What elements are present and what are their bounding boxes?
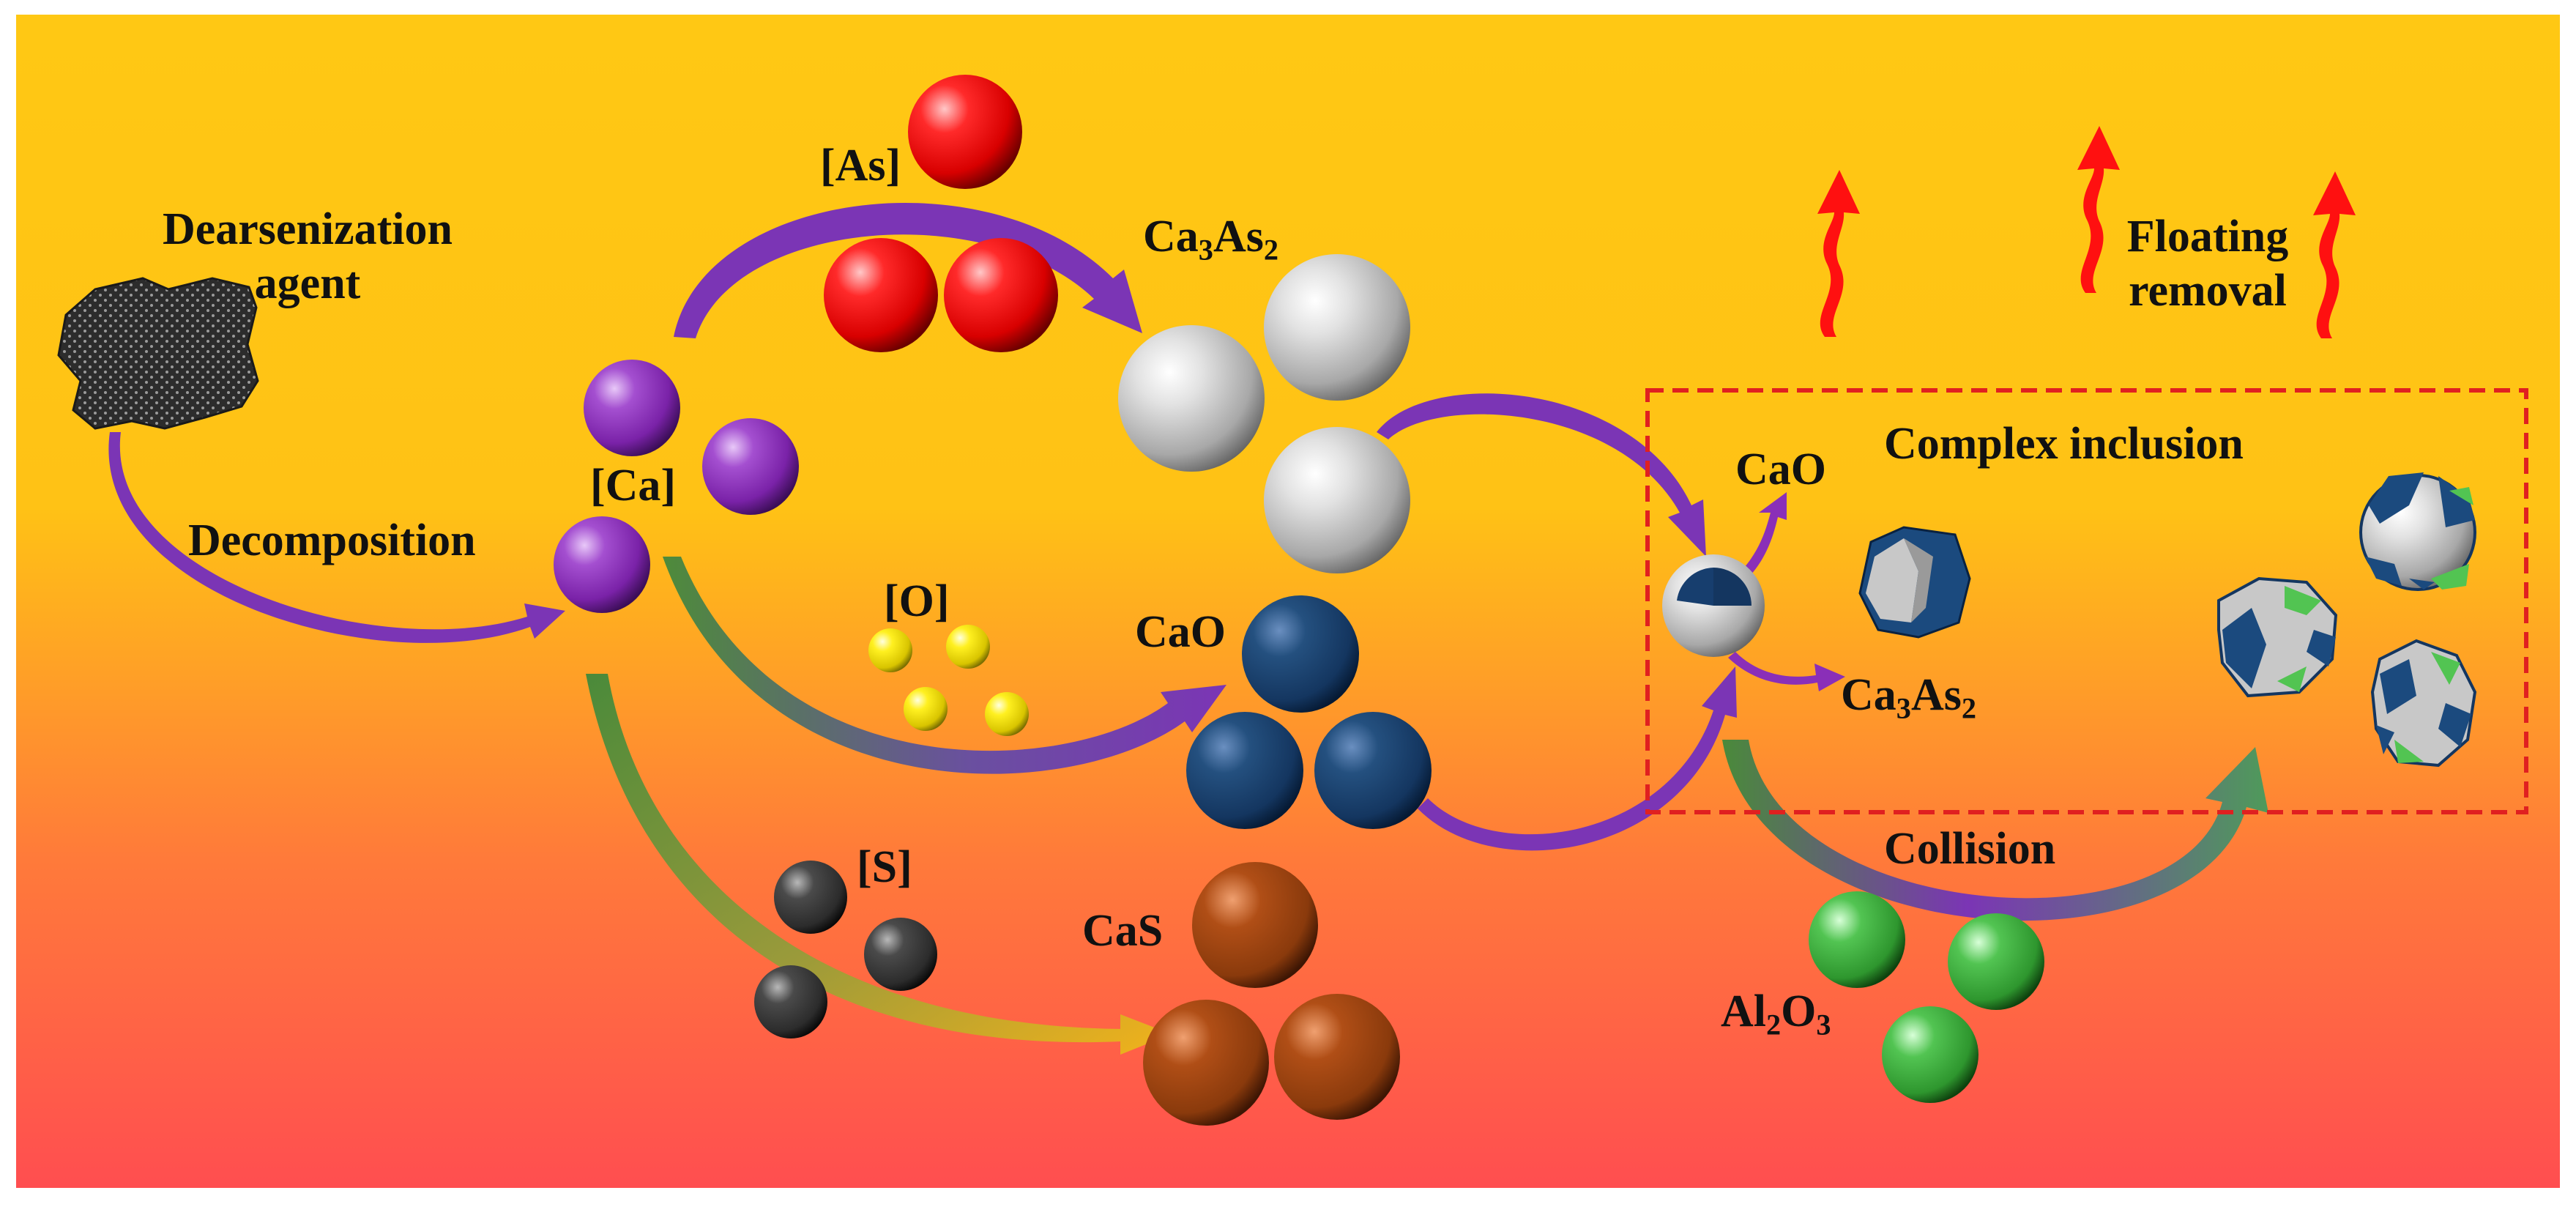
ca-label: [Ca]	[590, 461, 677, 510]
ca3as2-sub1: 3	[1198, 233, 1213, 267]
arrow-collision	[1722, 740, 2268, 921]
ca3as2-base1: Ca	[1143, 212, 1199, 261]
s-sphere	[864, 918, 937, 991]
as-sphere	[908, 75, 1022, 189]
arrow-cao-to-inclusion	[1418, 666, 1737, 851]
dearsenization-agent-label-line1: Dearsenization	[162, 204, 453, 254]
ca-sphere	[584, 360, 680, 456]
o-sphere	[868, 628, 912, 672]
cas-sphere	[1274, 994, 1400, 1120]
decomposition-label: Decomposition	[188, 516, 476, 565]
complex-inclusion-particle	[2359, 472, 2476, 591]
floating-removal-label: Floating removal	[2091, 214, 2325, 313]
ca3as2-label: Ca3As2	[1143, 212, 1278, 264]
arrow-to-ca3as2-label	[1728, 652, 1845, 691]
arrow-decomposition	[108, 432, 565, 643]
o-label: [O]	[884, 576, 950, 626]
o-sphere	[985, 692, 1029, 736]
al2o3-sphere	[1809, 891, 1905, 988]
rising-wavy-arrow-icon	[2077, 126, 2120, 293]
complex-inclusion-particle	[2217, 576, 2338, 698]
ca3as2-inclusion-base1: Ca	[1841, 670, 1896, 720]
ca3as2-inclusion-base2: As	[1910, 670, 1962, 720]
ca3as2-sphere	[1264, 427, 1410, 573]
arrow-ca3as2-to-inclusion	[1377, 393, 1706, 557]
ca-sphere	[554, 516, 650, 613]
complex-inclusion-label: Complex inclusion	[1884, 419, 2244, 469]
dearsenization-agent-particle-icon	[57, 277, 259, 430]
cao-sphere	[1186, 712, 1303, 829]
s-sphere	[754, 965, 827, 1038]
al2o3-sub2: 3	[1816, 1008, 1831, 1041]
ca3as2-inclusion-sub2: 2	[1961, 691, 1976, 725]
dearsenization-agent-label-line2: agent	[254, 259, 361, 308]
al2o3-sphere	[1948, 913, 2044, 1010]
cas-sphere	[1192, 862, 1318, 988]
cao-sphere	[1242, 595, 1359, 713]
floating-removal-line1: Floating	[2126, 212, 2289, 261]
cao-label: CaO	[1135, 607, 1226, 657]
as-label: [As]	[820, 141, 901, 190]
arrow-ca-to-cao	[663, 557, 1226, 774]
cao-inclusion-label: CaO	[1735, 445, 1826, 494]
ca3as2-inclusion-sub1: 3	[1896, 691, 1911, 725]
al2o3-label: Al2O3	[1721, 987, 1831, 1039]
collision-label: Collision	[1884, 824, 2056, 874]
al2o3-sub1: 2	[1766, 1008, 1782, 1041]
al2o3-base1: Al	[1721, 987, 1766, 1036]
rising-wavy-arrow-icon	[2313, 171, 2356, 338]
ca3as2-sphere	[1118, 325, 1265, 472]
core-shell-inclusion	[1662, 554, 1765, 657]
complex-inclusion-box	[1645, 388, 2528, 814]
cas-sphere	[1143, 1000, 1269, 1126]
cas-label: CaS	[1082, 906, 1164, 956]
ca3as2-sphere	[1264, 254, 1410, 401]
o-sphere	[946, 625, 990, 669]
as-sphere	[944, 238, 1058, 352]
ca-sphere	[702, 418, 799, 515]
o-sphere	[904, 687, 948, 731]
rising-wavy-arrow-icon	[1817, 170, 1860, 337]
irregular-inclusion	[1858, 526, 1971, 639]
ca3as2-sub2: 2	[1263, 233, 1278, 267]
dearsenization-agent-label: Dearsenization agent	[132, 207, 483, 306]
s-label: [S]	[857, 842, 912, 892]
ca3as2-base2: As	[1213, 212, 1264, 261]
s-sphere	[774, 861, 847, 934]
ca3as2-inclusion-label: Ca3As2	[1841, 670, 1976, 723]
floating-removal-line2: removal	[2129, 266, 2287, 316]
al2o3-base2: O	[1781, 987, 1817, 1036]
arrow-to-cao-label	[1732, 492, 1787, 586]
arrow-ca-to-ca3as2	[674, 203, 1142, 338]
cao-sphere	[1314, 712, 1432, 829]
as-sphere	[824, 238, 938, 352]
al2o3-sphere	[1882, 1006, 1978, 1103]
complex-inclusion-particle	[2370, 639, 2477, 768]
